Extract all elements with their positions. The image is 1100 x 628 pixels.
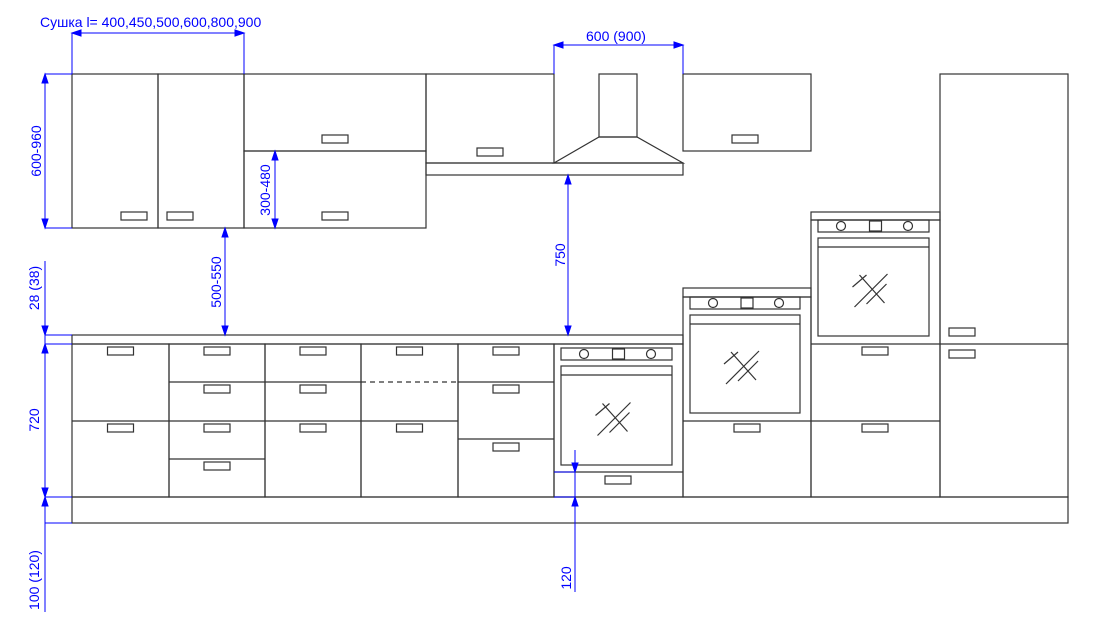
oven-control-panel (817, 219, 930, 233)
dimension-arrow (41, 342, 49, 354)
handle (492, 346, 520, 356)
oven-cabinet (810, 219, 941, 498)
upper-cabinet-bottom (243, 150, 427, 229)
oven-glass-mark (854, 273, 888, 308)
oven-knob (773, 297, 785, 309)
oven-display (740, 297, 754, 309)
oven-glass-mark (597, 402, 631, 436)
dimension-arrow (41, 325, 49, 337)
dimension-arrow (221, 325, 229, 337)
handle (166, 211, 194, 221)
handle (861, 346, 889, 356)
oven-glass-mark (859, 274, 885, 304)
dimension-arrow (234, 29, 246, 37)
oven-glass-mark (852, 274, 867, 288)
oven-display (611, 348, 626, 360)
upper-shelf-strip (425, 162, 684, 176)
oven-knob (902, 220, 914, 232)
dimension-arrow (571, 462, 579, 474)
plinth-label: 100 (120) (26, 550, 42, 610)
oven-door (560, 365, 673, 466)
countertop-label: 28 (38) (26, 266, 42, 310)
handle (299, 346, 327, 356)
handle (203, 461, 231, 471)
dimension-arrow (221, 226, 229, 238)
upper-lower-part-label: 300-480 (257, 164, 273, 216)
handle (948, 327, 976, 337)
handle (476, 147, 504, 157)
handle (120, 211, 148, 221)
oven-offset-label: 120 (558, 566, 574, 590)
oven-door (689, 314, 801, 414)
hood-width-label: 600 (900) (586, 28, 646, 44)
handle (299, 384, 327, 394)
plinth (71, 496, 1069, 524)
oven-knob (707, 297, 719, 309)
handle (604, 475, 632, 485)
oven-cabinet (682, 296, 812, 498)
dimension-arrow (271, 218, 279, 230)
cabinet-geometry (71, 73, 1069, 524)
dimension-lines (41, 29, 685, 612)
dimension-arrow (571, 495, 579, 507)
handle (203, 423, 231, 433)
raised-countertop (810, 211, 941, 221)
handle (321, 211, 349, 221)
base-height-label: 720 (26, 408, 42, 432)
dimension-arrow (564, 173, 572, 185)
oven-display (868, 220, 883, 232)
handle (492, 384, 520, 394)
handle (321, 134, 349, 144)
oven-glass-mark (602, 403, 628, 432)
handle (731, 134, 759, 144)
dimension-arrow (564, 325, 572, 337)
dryer-width-label: Сушка l= 400,450,500,600,800,900 (40, 14, 261, 30)
hood-to-counter-label: 750 (552, 243, 568, 267)
base-cabinet (457, 343, 555, 498)
oven-cabinet (553, 343, 684, 498)
dimension-arrow (673, 41, 685, 49)
oven-knob (835, 220, 847, 232)
handle (395, 423, 424, 433)
handle (948, 349, 976, 359)
upper-cabinet (682, 73, 812, 152)
oven-glass-mark (730, 351, 757, 381)
oven-glass-mark (723, 351, 739, 365)
oven-glass-mark (725, 350, 760, 385)
dimension-arrow (70, 29, 82, 37)
dimension-arrow (41, 72, 49, 84)
tall-cabinet (939, 73, 1069, 498)
handle (492, 442, 520, 452)
handle (733, 423, 761, 433)
dimension-arrow (41, 487, 49, 499)
countertop (71, 334, 684, 345)
handle (203, 384, 231, 394)
handle (203, 346, 231, 356)
handle (861, 423, 889, 433)
dimension-arrow (41, 218, 49, 230)
dimension-labels: Сушка l= 400,450,500,600,800,900 600 (90… (26, 14, 646, 610)
dimension-arrow (271, 149, 279, 161)
oven-glass-mark (595, 403, 610, 416)
upper-cabinet-door (157, 73, 245, 229)
dimension-arrow (41, 495, 49, 507)
oven-knob (645, 348, 657, 360)
dimension-arrow (552, 41, 564, 49)
handle (395, 346, 424, 356)
oven-control-panel (689, 296, 801, 310)
oven-knob (578, 348, 590, 360)
oven-door (817, 237, 930, 337)
oven-control-panel (560, 347, 673, 361)
upper-height-label: 600-960 (28, 125, 44, 177)
handle (106, 346, 135, 356)
hood-chimney (598, 73, 638, 138)
raised-countertop (682, 287, 812, 298)
upper-cabinet (425, 73, 555, 164)
upper-cabinet-door (71, 73, 159, 229)
hood-canopy (551, 136, 686, 164)
upper-cabinet-top (243, 73, 427, 152)
handle (299, 423, 327, 433)
gap-upper-counter-label: 500-550 (208, 256, 224, 308)
handle (106, 423, 135, 433)
